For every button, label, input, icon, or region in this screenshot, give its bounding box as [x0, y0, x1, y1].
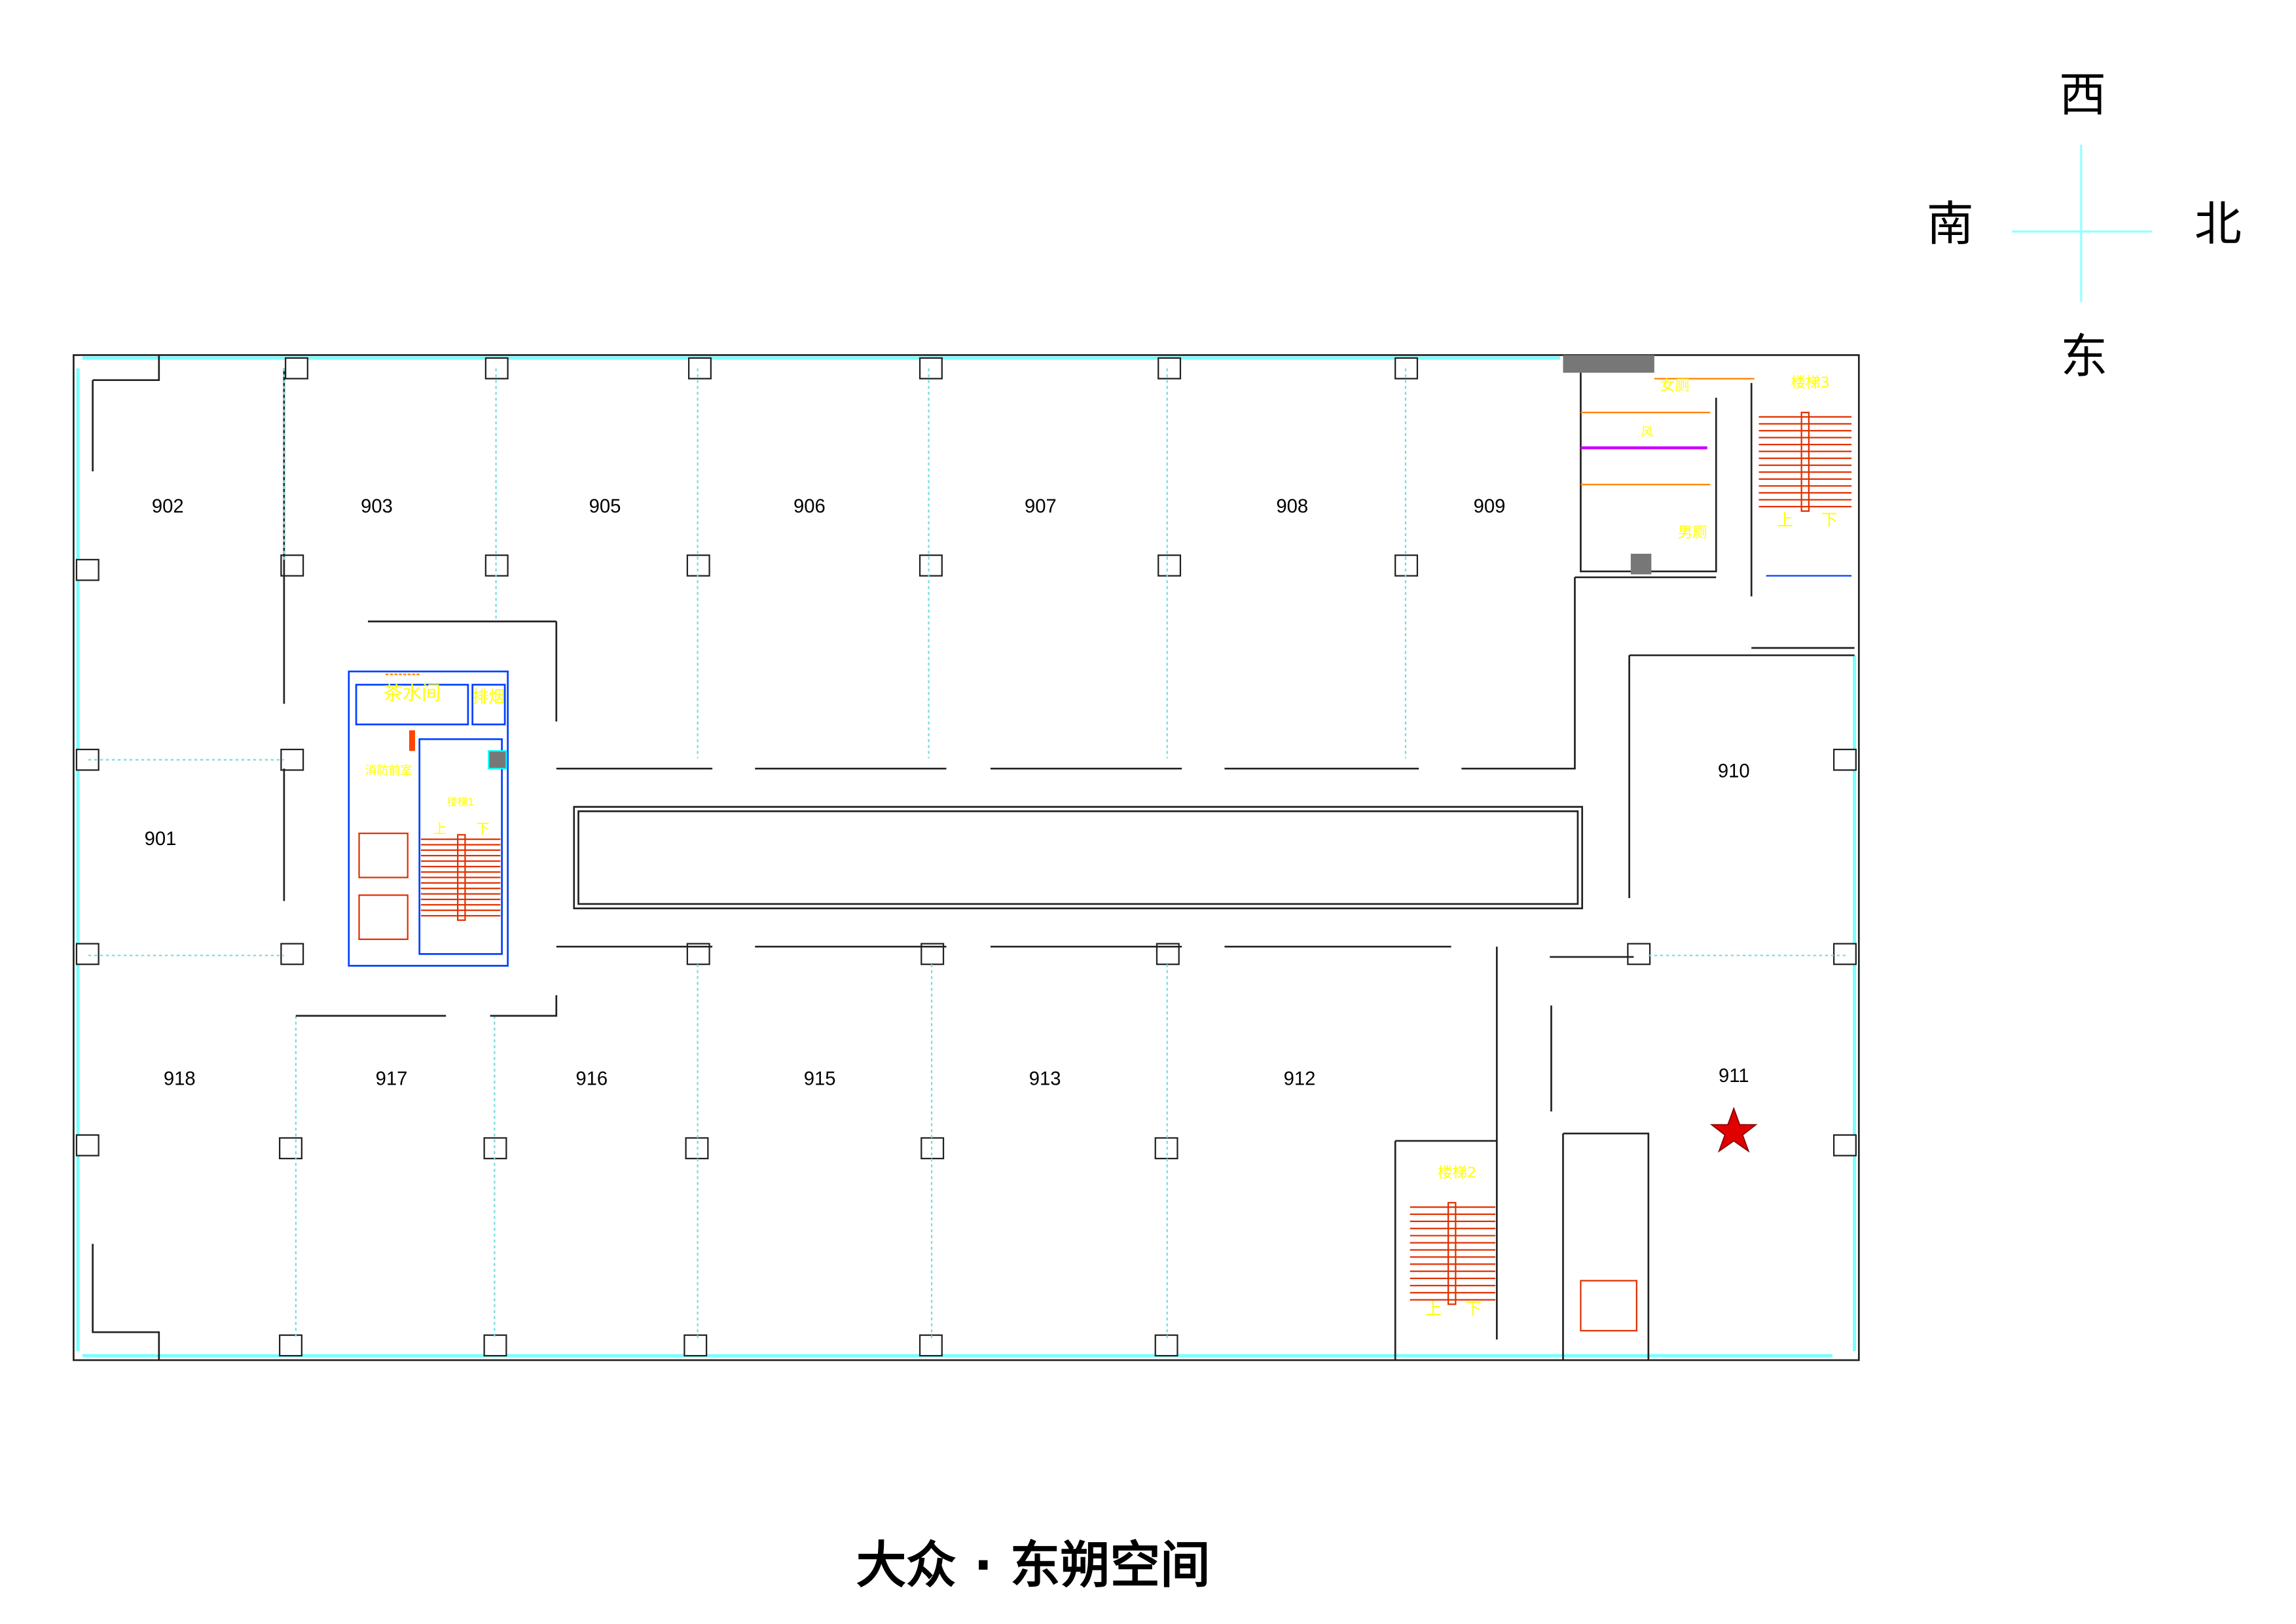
- compass-north: 北: [2195, 196, 2242, 251]
- compass-east: 东: [2060, 329, 2107, 384]
- stair2-label: 楼梯2: [1438, 1164, 1476, 1182]
- stair2-down: 下: [1465, 1299, 1482, 1318]
- smoke-exhaust-label: 排烟: [473, 687, 505, 706]
- column: [683, 1334, 708, 1357]
- room-907: 907: [1025, 496, 1057, 517]
- fire-lobby-label: 消防前室: [365, 764, 412, 778]
- column: [285, 357, 308, 380]
- room-908: 908: [1276, 496, 1308, 517]
- column: [1157, 357, 1182, 380]
- partitions: [88, 368, 1855, 1360]
- room-912: 912: [1284, 1069, 1316, 1090]
- plan-title: 大众 · 东朔空间: [856, 1536, 1211, 1595]
- stair2-up: 上: [1425, 1299, 1442, 1318]
- core-block: 茶水间 排烟 消防前室 楼梯1 上 下: [348, 670, 509, 967]
- column: [1394, 357, 1419, 380]
- stair3-label: 楼梯3: [1791, 374, 1830, 391]
- room-917: 917: [376, 1069, 408, 1090]
- stair-handrail: [457, 834, 466, 921]
- column: [1394, 554, 1419, 577]
- room-909: 909: [1474, 496, 1506, 517]
- restroom-block: 女厕 男厕 风 楼梯3 上 下: [1580, 372, 1852, 577]
- room-905: 905: [589, 496, 621, 517]
- mens-restroom-label: 男厕: [1678, 524, 1707, 541]
- room-913: 913: [1029, 1069, 1061, 1090]
- column: [919, 357, 943, 380]
- column: [1832, 1134, 1857, 1157]
- compass-west: 西: [2059, 67, 2106, 122]
- outer-walls: [73, 354, 1860, 1362]
- column: [75, 558, 100, 581]
- room-915: 915: [804, 1069, 836, 1090]
- room-labels: 902 903 905 906 907 908 909 901 910 918 …: [145, 496, 1750, 1090]
- column: [1154, 1334, 1178, 1357]
- column: [687, 357, 712, 380]
- column: [1627, 943, 1651, 965]
- column: [279, 1334, 302, 1357]
- womens-restroom-label: 女厕: [1660, 377, 1690, 394]
- column: [75, 1134, 100, 1157]
- compass: 西 南 北 东: [1927, 67, 2242, 384]
- column: [919, 1334, 943, 1357]
- column: [483, 1334, 507, 1357]
- compass-south: 南: [1927, 196, 1974, 251]
- stair1-down: 下: [476, 821, 489, 837]
- room-906: 906: [793, 496, 826, 517]
- stair1-label: 楼梯1: [447, 795, 474, 808]
- stair-handrail: [1800, 412, 1810, 512]
- location-star-icon: [1709, 1106, 1758, 1153]
- column: [75, 943, 100, 965]
- stair1-up: 上: [433, 821, 446, 837]
- column: [279, 1137, 302, 1160]
- stair3-up: 上: [1777, 511, 1794, 530]
- column: [280, 943, 304, 965]
- room-910: 910: [1718, 761, 1750, 782]
- room-916: 916: [575, 1069, 608, 1090]
- room-911: 911: [1719, 1066, 1749, 1087]
- column: [685, 1137, 709, 1160]
- room-903: 903: [361, 496, 393, 517]
- room-902: 902: [152, 496, 184, 517]
- columns: [75, 357, 1857, 1357]
- column: [1157, 554, 1182, 577]
- column: [1832, 748, 1857, 771]
- stair2-block: 楼梯2 上 下: [1410, 1164, 1637, 1332]
- column: [280, 748, 304, 771]
- stair3-down: 下: [1821, 511, 1838, 530]
- stair-handrail: [1447, 1202, 1457, 1305]
- column: [919, 554, 943, 577]
- column: [1832, 943, 1857, 965]
- vent-label: 风: [1641, 425, 1653, 439]
- room-901: 901: [145, 829, 177, 850]
- room-918: 918: [164, 1069, 196, 1090]
- tea-room-label: 茶水间: [384, 682, 441, 704]
